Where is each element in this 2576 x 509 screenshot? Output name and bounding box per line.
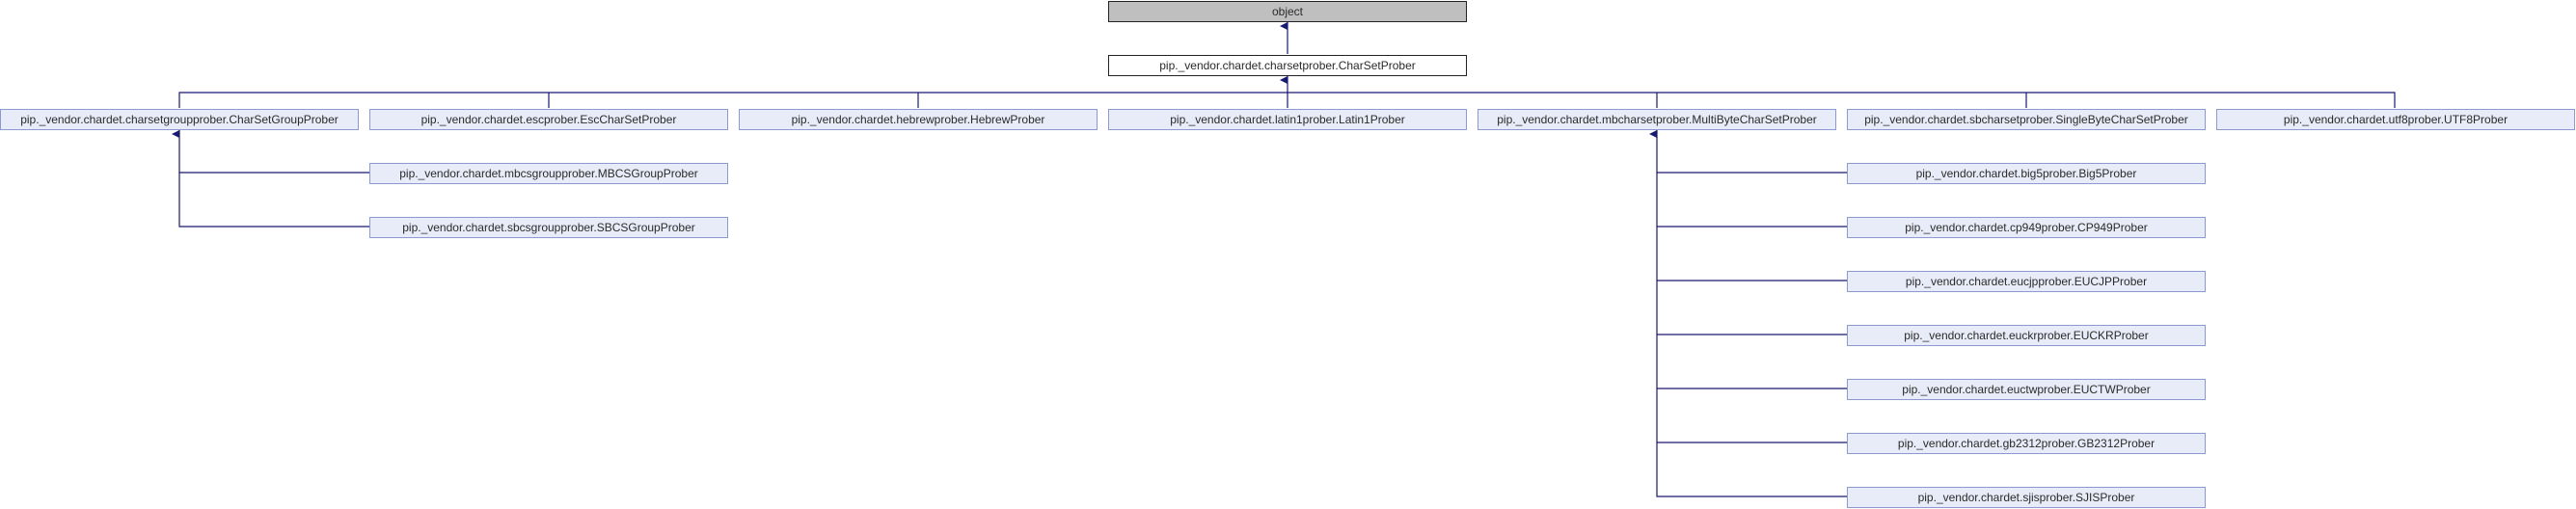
node-big5prober[interactable]: pip._vendor.chardet.big5prober.Big5Probe… bbox=[1847, 163, 2206, 184]
node-escprober[interactable]: pip._vendor.chardet.escprober.EscCharSet… bbox=[369, 109, 728, 130]
node-sbcsgroupprober[interactable]: pip._vendor.chardet.sbcsgroupprober.SBCS… bbox=[369, 217, 728, 238]
node-hebrewprober[interactable]: pip._vendor.chardet.hebrewprober.HebrewP… bbox=[739, 109, 1098, 130]
node-eucjpprober[interactable]: pip._vendor.chardet.eucjpprober.EUCJPPro… bbox=[1847, 271, 2206, 292]
node-charsetgroupprober[interactable]: pip._vendor.chardet.charsetgroupprober.C… bbox=[0, 109, 359, 130]
node-cp949prober[interactable]: pip._vendor.chardet.cp949prober.CP949Pro… bbox=[1847, 217, 2206, 238]
node-utf8prober[interactable]: pip._vendor.chardet.utf8prober.UTF8Probe… bbox=[2216, 109, 2575, 130]
edge-multibyte-children bbox=[1649, 130, 1847, 174]
edge-sbcsgroupprober bbox=[178, 173, 369, 228]
node-gb2312prober[interactable]: pip._vendor.chardet.gb2312prober.GB2312P… bbox=[1847, 433, 2206, 454]
node-euctwprober[interactable]: pip._vendor.chardet.euctwprober.EUCTWPro… bbox=[1847, 379, 2206, 400]
node-mbcsgroupprober[interactable]: pip._vendor.chardet.mbcsgroupprober.MBCS… bbox=[369, 163, 728, 184]
node-sjisprober[interactable]: pip._vendor.chardet.sjisprober.SJISProbe… bbox=[1847, 487, 2206, 508]
node-euckrprober[interactable]: pip._vendor.chardet.euckrprober.EUCKRPro… bbox=[1847, 325, 2206, 346]
node-sbcharsetprober[interactable]: pip._vendor.chardet.sbcharsetprober.Sing… bbox=[1847, 109, 2206, 130]
node-mbcharsetprober[interactable]: pip._vendor.chardet.mbcharsetprober.Mult… bbox=[1478, 109, 1836, 130]
node-object: object bbox=[1108, 1, 1467, 22]
node-latin1prober[interactable]: pip._vendor.chardet.latin1prober.Latin1P… bbox=[1108, 109, 1467, 130]
node-charsetprober[interactable]: pip._vendor.chardet.charsetprober.CharSe… bbox=[1108, 55, 1467, 76]
edge-group-children bbox=[172, 130, 369, 174]
